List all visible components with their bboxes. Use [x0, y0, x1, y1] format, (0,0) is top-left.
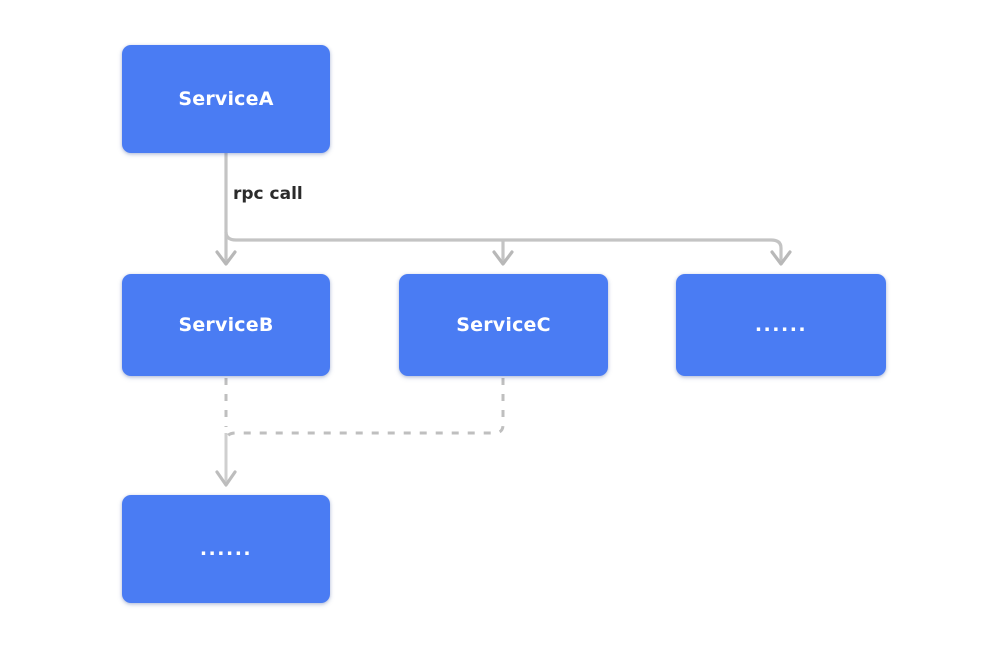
arrowhead-to-servicec	[492, 250, 514, 266]
edge-label-rpc-call: rpc call	[233, 184, 303, 204]
node-servicea[interactable]: ServiceA	[122, 45, 330, 153]
arrowhead-to-serviceb	[215, 250, 237, 266]
arrowhead-to-more-1	[770, 250, 792, 266]
node-servicec[interactable]: ServiceC	[399, 274, 608, 376]
arrowhead-to-more-2	[215, 470, 237, 487]
node-more-services-row2[interactable]: ......	[676, 274, 886, 376]
node-more-services-row2-label: ......	[754, 313, 808, 336]
edge-bus-horizontal	[224, 231, 783, 262]
node-serviceb-label: ServiceB	[178, 313, 274, 336]
node-more-services-row3-label: ......	[199, 537, 253, 560]
node-more-services-row3[interactable]: ......	[122, 495, 330, 603]
edge-c-to-more2-dashed	[224, 378, 505, 442]
node-servicec-label: ServiceC	[456, 313, 551, 336]
node-serviceb[interactable]: ServiceB	[122, 274, 330, 376]
node-servicea-label: ServiceA	[178, 87, 274, 110]
